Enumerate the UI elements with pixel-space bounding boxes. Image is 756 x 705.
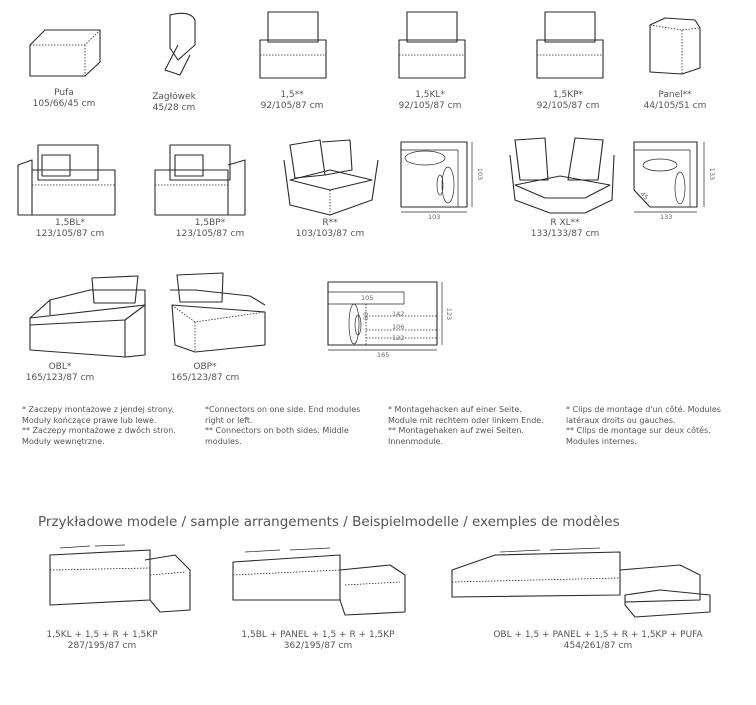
note-one-side: * Montagehacken auf einer Seite. Module … xyxy=(388,405,544,425)
module-size: 44/105/51 cm xyxy=(643,101,707,111)
note-one-side: *Connectors on one side. End modules rig… xyxy=(205,405,361,425)
module-1-5kp-label: 1,5KP*92/105/87 cm xyxy=(537,90,600,112)
module-name: OBL* xyxy=(48,362,72,372)
headrest-drawing xyxy=(164,12,196,76)
module-name: OBP* xyxy=(193,362,217,372)
arrangement-size: 362/195/87 cm xyxy=(283,641,353,651)
module-size: 92/105/87 cm xyxy=(260,101,324,111)
module-rxl-plan xyxy=(633,141,705,213)
module-name: Pufa xyxy=(54,88,74,98)
module-obp-drawing xyxy=(170,272,266,353)
dimension-width: 133 xyxy=(660,213,673,221)
module-ob-plan xyxy=(327,281,443,351)
module-1-5bp-label: 1,5BP*123/105/87 cm xyxy=(176,218,244,240)
note-english: *Connectors on one side. End modules rig… xyxy=(205,405,365,447)
dimension-c: 122 xyxy=(392,334,405,342)
module-size: 133/133/87 cm xyxy=(530,229,600,239)
note-german: * Montagehacken auf einer Seite. Module … xyxy=(388,405,548,447)
module-size: 165/123/87 cm xyxy=(25,373,95,383)
module-size: 123/105/87 cm xyxy=(175,229,245,239)
module-rxl-label: R XL**133/133/87 cm xyxy=(531,218,599,240)
module-obp-label: OBP*165/123/87 cm xyxy=(171,362,239,384)
arrangement-size: 287/195/87 cm xyxy=(67,641,137,651)
module-name: 1,5KL* xyxy=(415,90,445,100)
module-1-5kl-drawing xyxy=(398,11,466,79)
module-name: R** xyxy=(322,218,338,228)
dimension-a: 142 xyxy=(392,310,405,318)
module-obl-label: OBL*165/123/87 cm xyxy=(26,362,94,384)
arrangement-1-drawing xyxy=(49,544,191,613)
arrangement-2-drawing xyxy=(232,547,406,616)
module-size: 165/123/87 cm xyxy=(170,373,240,383)
dimension-depth: 103 xyxy=(476,167,485,181)
module-name: 1,5** xyxy=(280,90,304,100)
module-size: 123/105/87 cm xyxy=(35,229,105,239)
pufa-drawing xyxy=(29,29,101,77)
note-polish: * Zaczepy montażowe z jendej strony. Mod… xyxy=(22,405,202,447)
module-name: Panel** xyxy=(658,90,692,100)
module-r-plan xyxy=(400,141,473,213)
note-two-sides: ** Clips de montage sur deux côtés. Modu… xyxy=(566,426,711,446)
module-size: 103/103/87 cm xyxy=(295,229,365,239)
arrangement-size: 454/261/87 cm xyxy=(563,641,633,651)
module-name: 1,5KP* xyxy=(552,90,584,100)
module-size: 45/28 cm xyxy=(152,103,196,113)
module-name: Zagłówek xyxy=(152,92,196,102)
module-obl-drawing xyxy=(29,275,146,358)
dimension-b: 106 xyxy=(392,323,405,331)
dimension-depth: 133 xyxy=(708,167,717,181)
arrangement-combo: 1,5BL + PANEL + 1,5 + R + 1,5KP xyxy=(241,630,395,640)
arrangement-combo: OBL + 1,5 + PANEL + 1,5 + R + 1,5KP + PU… xyxy=(493,630,703,640)
note-one-side: * Clips de montage d'un côté. Modules la… xyxy=(566,405,721,425)
dimension-depth: 123 xyxy=(445,307,454,321)
module-panel-label: Panel**44/105/51 cm xyxy=(644,90,707,112)
arrangement-3-label: OBL + 1,5 + PANEL + 1,5 + R + 1,5KP + PU… xyxy=(493,630,702,652)
note-two-sides: ** Connectors on both sides. Middle modu… xyxy=(205,426,349,446)
dimension-width: 165 xyxy=(377,351,390,359)
module-1-5-drawing xyxy=(259,11,327,79)
module-size: 92/105/87 cm xyxy=(536,101,600,111)
note-one-side: * Zaczepy montażowe z jendej strony. Mod… xyxy=(22,405,174,425)
module-1-5-label: 1,5**92/105/87 cm xyxy=(261,90,324,112)
module-r-drawing xyxy=(283,139,379,216)
arrangement-combo: 1,5KL + 1,5 + R + 1,5KP xyxy=(46,630,158,640)
module-1-5bp-drawing xyxy=(154,144,246,216)
module-name: 1,5BL* xyxy=(54,218,86,228)
module-1-5kp-drawing xyxy=(536,11,604,79)
panel-drawing xyxy=(649,17,701,75)
note-french: * Clips de montage d'un côté. Modules la… xyxy=(566,405,741,447)
dimension-seat: 105 xyxy=(361,294,374,302)
module-name: 1,5BP* xyxy=(194,218,226,228)
arrangements-heading: Przykładowe modele / sample arrangements… xyxy=(38,514,620,530)
note-two-sides: ** Zaczepy montażowe z dwóch stron. Modu… xyxy=(22,426,176,446)
module-size: 92/105/87 cm xyxy=(398,101,462,111)
module-name: R XL** xyxy=(550,218,580,228)
arrangement-3-drawing xyxy=(451,547,711,618)
module-1-5bl-drawing xyxy=(17,144,116,216)
dimension-arm: 89 xyxy=(362,311,371,321)
module-r-label: R**103/103/87 cm xyxy=(296,218,364,240)
dimension-width: 103 xyxy=(428,213,441,221)
module-1-5bl-label: 1,5BL*123/105/87 cm xyxy=(36,218,104,240)
module-rxl-drawing xyxy=(509,137,615,214)
module-size: 105/66/45 cm xyxy=(32,99,96,109)
note-two-sides: ** Montagehaken auf zwei Seiten. Innenmo… xyxy=(388,426,524,446)
module-1-5kl-label: 1,5KL*92/105/87 cm xyxy=(399,90,462,112)
